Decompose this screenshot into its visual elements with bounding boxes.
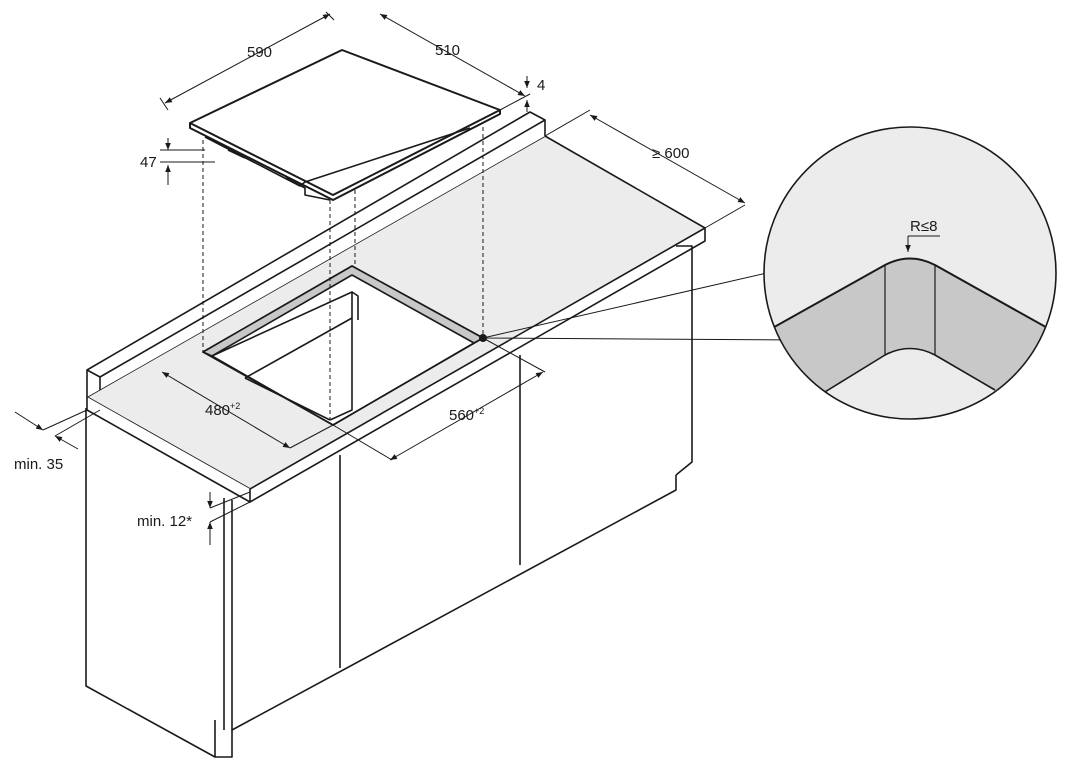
corner-detail <box>763 126 1057 420</box>
side-distance-label: ≥ 600 <box>652 145 690 162</box>
cutout-depth-label: 480+2 <box>205 401 240 419</box>
corner-radius-label: R≤8 <box>910 218 938 235</box>
hob-depth-label: 510 <box>435 42 461 59</box>
cutout-width-value: 560 <box>449 407 475 424</box>
cutout-width-label: 560+2 <box>449 406 484 424</box>
hob-width-label: 590 <box>247 44 273 61</box>
front-distance-label: min. 35 <box>14 456 64 473</box>
cutout-depth-value: 480 <box>205 402 231 419</box>
cutout-depth-tolerance: +2 <box>230 401 241 411</box>
worktop-thickness-label: min. 12* <box>137 513 193 530</box>
glass-thickness-label: 4 <box>537 77 546 94</box>
cabinet <box>85 245 693 758</box>
dimension-lines <box>14 11 746 545</box>
worktop <box>86 111 706 503</box>
projection-lines <box>202 127 484 420</box>
hob-height-label: 47 <box>140 154 157 171</box>
detail-point <box>479 334 487 342</box>
cutout-width-tolerance: +2 <box>474 406 485 416</box>
